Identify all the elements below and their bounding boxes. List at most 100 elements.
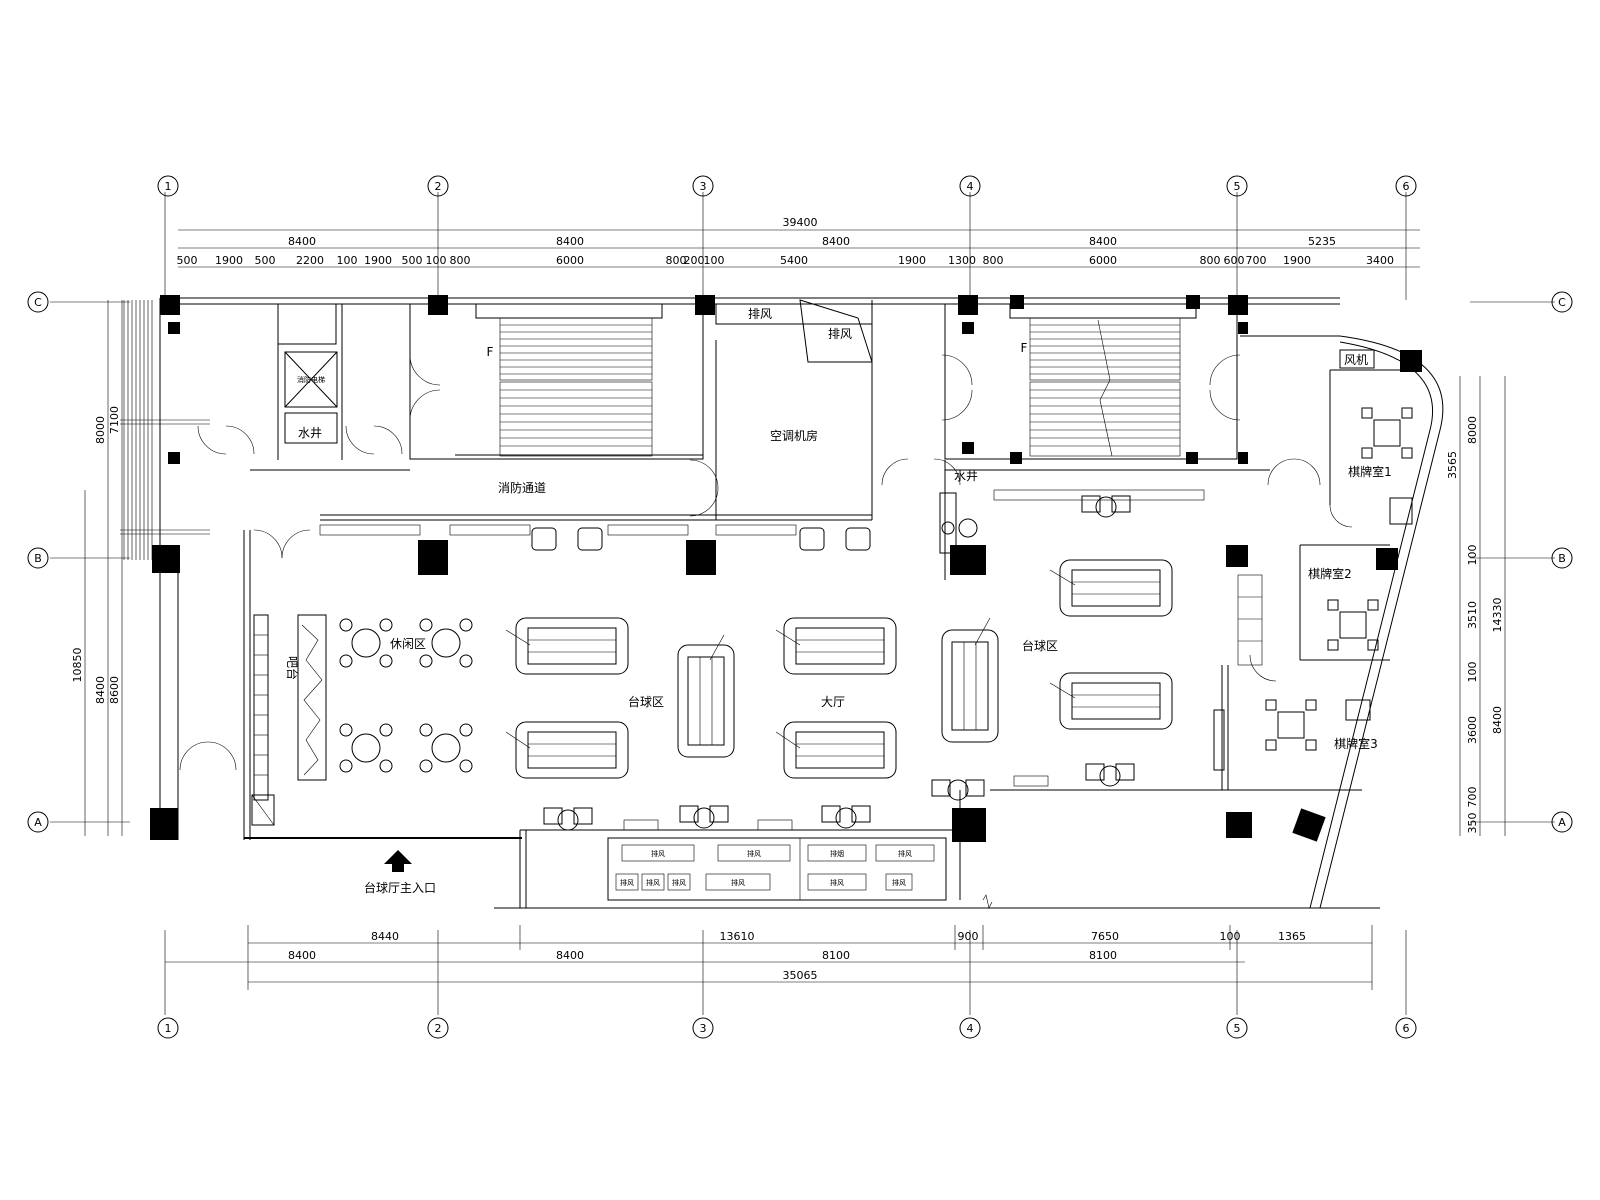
- right-dimensions: 3565 8000 100 3510 100 3600 700 350 1433…: [1446, 376, 1506, 836]
- dim-left-inner: 7100: [108, 406, 121, 434]
- room-label-air-unit: 风机: [1344, 353, 1368, 367]
- dim-right-span: 350: [1466, 813, 1479, 834]
- dim-top-detail: 6000: [556, 254, 584, 267]
- counter-label: 排烟: [830, 849, 844, 858]
- dim-top-detail: 100: [337, 254, 358, 267]
- counter-label: 排风: [672, 878, 686, 887]
- axis-label-3-top: 3: [700, 180, 707, 193]
- dim-top-detail: 800: [450, 254, 471, 267]
- stair-label-right: F: [1021, 341, 1028, 355]
- dim-top-detail: 700: [1246, 254, 1267, 267]
- dim-right-total: 14330: [1491, 598, 1504, 633]
- grid-lines: [50, 192, 1555, 1015]
- dim-top-detail: 800: [666, 254, 687, 267]
- billiard-table: [775, 721, 897, 779]
- room-label-card-room-1: 棋牌室1: [1348, 464, 1392, 479]
- dim-bottom-row2: 8100: [822, 949, 850, 962]
- dim-bottom-row2: 8100: [1089, 949, 1117, 962]
- room-label-table-zone-a: 台球区: [628, 694, 664, 709]
- dim-top-detail: 100: [704, 254, 725, 267]
- dim-top-detail: 1300: [948, 254, 976, 267]
- dim-top-detail: 1900: [364, 254, 392, 267]
- top-dimensions: 39400 8400 8400 8400 8400 5235 500 1900 …: [177, 216, 1420, 268]
- dim-bottom-row1: 900: [958, 930, 979, 943]
- lounge-tables: [339, 618, 473, 773]
- room-label-exhaust-room: 排风: [748, 307, 772, 321]
- dim-top-detail: 200: [684, 254, 705, 267]
- dim-top-total: 39400: [783, 216, 818, 229]
- axis-label-a-left: A: [34, 816, 42, 829]
- axis-label-c-right: C: [1558, 296, 1566, 309]
- counter-label: 排风: [651, 849, 665, 858]
- axis-label-6-bottom: 6: [1403, 1022, 1410, 1035]
- dim-top-detail: 800: [1200, 254, 1221, 267]
- axis-label-c-left: C: [34, 296, 42, 309]
- dim-top-span-4: 8400: [1089, 235, 1117, 248]
- entrance-arrow-icon: [384, 850, 412, 872]
- dim-right-span: 100: [1466, 545, 1479, 566]
- axis-label-1-top: 1: [165, 180, 172, 193]
- axis-label-a-right: A: [1558, 816, 1566, 829]
- room-label-bar: 吧台: [285, 656, 300, 680]
- dim-top-detail: 500: [177, 254, 198, 267]
- dim-top-detail: 1900: [898, 254, 926, 267]
- dim-right-total: 8400: [1491, 706, 1504, 734]
- dim-top-detail: 100: [426, 254, 447, 267]
- dim-bottom-row2: 8400: [556, 949, 584, 962]
- counter-label: 排风: [898, 849, 912, 858]
- axis-label-2-top: 2: [435, 180, 442, 193]
- axis-label-4-top: 4: [967, 180, 974, 193]
- walls: [159, 297, 1444, 909]
- axis-bubbles: 1 2 3 4 5 6 1 2 3 4 5 6 C B A C B A: [27, 175, 1573, 1039]
- dim-top-detail: 3400: [1366, 254, 1394, 267]
- axis-label-3-bottom: 3: [700, 1022, 707, 1035]
- room-label-card-room-3: 棋牌室3: [1334, 736, 1378, 751]
- billiard-table: [775, 617, 897, 675]
- counter-label: 排风: [646, 878, 660, 887]
- counter-label: 排风: [892, 878, 906, 887]
- dim-right-span: 3565: [1446, 451, 1459, 479]
- dim-left-lower: 8400: [94, 676, 107, 704]
- dim-bottom-row2: 8400: [288, 949, 316, 962]
- room-label-water-right: 水井: [954, 469, 978, 483]
- doors: [179, 354, 1353, 771]
- axis-label-2-bottom: 2: [435, 1022, 442, 1035]
- dim-bottom-row1: 100: [1220, 930, 1241, 943]
- dim-right-span: 3600: [1466, 716, 1479, 744]
- dim-top-span-3: 8400: [822, 235, 850, 248]
- counter-label: 排风: [830, 878, 844, 887]
- room-label-fan-room: 空调机房: [770, 428, 818, 443]
- axis-label-1-bottom: 1: [165, 1022, 172, 1035]
- dim-right-span: 8000: [1466, 416, 1479, 444]
- dim-top-span-1: 8400: [288, 235, 316, 248]
- dim-top-detail: 1900: [1283, 254, 1311, 267]
- dim-bottom-total: 35065: [783, 969, 818, 982]
- room-label-card-room-2: 棋牌室2: [1308, 566, 1352, 581]
- counter-label: 排风: [731, 878, 745, 887]
- axis-label-4-bottom: 4: [967, 1022, 974, 1035]
- counter-label: 排风: [620, 878, 634, 887]
- dim-left-lower: 8600: [108, 676, 121, 704]
- equipment: [799, 299, 1375, 771]
- dim-top-detail: 500: [402, 254, 423, 267]
- billiard-tables: [505, 559, 1173, 779]
- exterior-steps: [120, 300, 210, 560]
- billiard-table: [505, 617, 629, 675]
- dim-left-outer: 8000: [94, 416, 107, 444]
- dim-bottom-row1: 1365: [1278, 930, 1306, 943]
- room-label-elevator: 消防电梯: [297, 375, 325, 384]
- room-labels: 休闲区 吧台 大厅 台球区 台球区 棋牌室1 棋牌室2 棋牌室3 排风 风机 排…: [285, 307, 1392, 895]
- card-tables: [1237, 407, 1413, 751]
- axis-label-6-top: 6: [1403, 180, 1410, 193]
- bar-counter: [251, 614, 327, 826]
- dim-bottom-row1: 8440: [371, 930, 399, 943]
- dim-top-detail: 600: [1224, 254, 1245, 267]
- counter-label: 排风: [747, 849, 761, 858]
- stair-label-left: F: [487, 345, 494, 359]
- axis-label-5-bottom: 5: [1234, 1022, 1241, 1035]
- dim-right-span: 700: [1466, 787, 1479, 808]
- service-counter: 排风 排风 排烟 排风 排风 排风 排风 排风 排风 排风: [607, 837, 947, 901]
- dim-right-span: 3510: [1466, 601, 1479, 629]
- room-label-corridor: 消防通道: [498, 480, 546, 495]
